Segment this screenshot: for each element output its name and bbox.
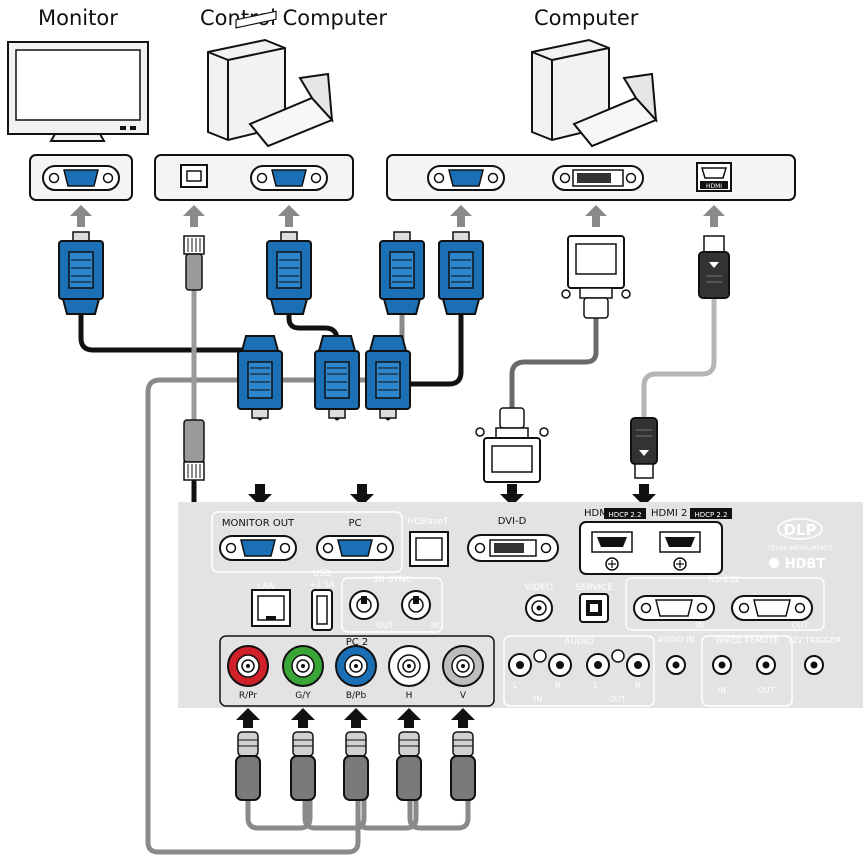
label-hdbaset: HDBaseT xyxy=(407,517,449,527)
dvi-plug-bottom xyxy=(475,407,549,483)
label-3d-sync-out: OUT xyxy=(376,621,393,630)
label-audio-r-out: R xyxy=(635,681,641,690)
hdmi2-port xyxy=(659,531,701,571)
usb-port xyxy=(311,589,333,631)
label-service: SERVICE xyxy=(575,583,613,593)
bnc-port-gy: G/Y xyxy=(282,645,324,701)
label-3d-sync: 3D SYNC xyxy=(372,575,412,585)
bnc-port-v: V xyxy=(442,645,484,701)
label-hdmi2: HDMI 2 xyxy=(651,508,687,519)
3d-sync-out-port xyxy=(349,590,379,620)
bnc-label: V xyxy=(460,691,467,701)
label-rs232: RS-232 xyxy=(708,575,740,585)
audio-out-ports xyxy=(586,649,650,677)
bnc-port-bpb: B/Pb xyxy=(335,645,377,701)
bnc-plugs xyxy=(235,708,476,801)
hdmi-plug-bottom xyxy=(630,417,658,479)
label-usb-rating: +1.5A xyxy=(310,580,335,589)
bnc-plug xyxy=(290,708,316,801)
pc-port xyxy=(316,535,394,561)
vga-plug-monitor-out xyxy=(237,335,283,419)
dlp-logo: DLP TEXAS INSTRUMENTS xyxy=(767,518,833,552)
label-video: VIDEO xyxy=(525,583,554,593)
vga-plug-pc2-loop xyxy=(365,335,411,419)
bnc-label: G/Y xyxy=(295,691,311,701)
vga-plug-loop xyxy=(379,231,425,315)
label-trigger: 12V TRIGGER xyxy=(787,636,841,645)
hdmi-badge: HDMI xyxy=(706,183,722,190)
hdmi-plug-top xyxy=(698,235,730,299)
service-port xyxy=(579,593,609,623)
bnc-label: R/Pr xyxy=(239,691,258,701)
dvi-plug-top xyxy=(561,235,631,319)
projector-panel: MONITOR OUT PC HDBaseT DVI-D HDMI 1 HDCP… xyxy=(178,502,863,708)
rj45-plug-top xyxy=(183,235,205,291)
bnc-label: B/Pb xyxy=(346,691,367,701)
label-wired-in: IN xyxy=(718,686,726,695)
monitor-title: Monitor xyxy=(38,6,118,30)
label-usb: USB xyxy=(313,569,331,579)
monitor-icon xyxy=(7,41,149,142)
video-port xyxy=(525,594,553,622)
label-audio-l-in: L xyxy=(513,681,518,690)
label-rs232-out: OUT xyxy=(791,621,808,630)
hdmi1-port xyxy=(591,531,633,571)
bnc-port-rpr: R/Pr xyxy=(227,645,269,701)
label-lan: LAN xyxy=(257,582,275,592)
computer-port-box: HDMI xyxy=(386,154,796,201)
control-computer-title: Control Computer xyxy=(200,6,387,30)
vga-plug-pc xyxy=(314,335,360,419)
audio-in-ports xyxy=(508,649,572,677)
vga-plug-control xyxy=(266,231,312,315)
vga-plug-monitor xyxy=(58,231,104,315)
label-hdmi1: HDMI 1 xyxy=(584,508,620,519)
label-rs232-in: IN xyxy=(696,621,704,630)
label-dvi-d: DVI-D xyxy=(498,516,527,527)
hdbt-logo: HDBT xyxy=(769,557,825,572)
bnc-label: H xyxy=(406,691,413,701)
3d-sync-in-port xyxy=(401,590,431,620)
bnc-plug xyxy=(450,708,476,801)
label-audio-out: OUT xyxy=(608,695,625,704)
bnc-plug xyxy=(396,708,422,801)
label-audio-l-out: L xyxy=(594,681,599,690)
label-pc: PC xyxy=(348,518,361,529)
rj45-plug-bottom xyxy=(183,419,205,481)
pc2-bnc-ports: R/Pr G/Y B/Pb H V xyxy=(227,645,484,701)
rs232-out-port xyxy=(731,595,813,621)
dvi-d-port xyxy=(467,534,559,562)
label-monitor-out: MONITOR OUT xyxy=(222,518,295,529)
monitor-out-port xyxy=(219,535,297,561)
label-3d-sync-in: IN xyxy=(431,621,439,630)
svg-text:HDBT: HDBT xyxy=(785,557,826,572)
label-pc2: PC 2 xyxy=(346,637,369,648)
control-computer-port-box xyxy=(154,154,354,201)
hdcp-badge-1: HDCP 2.2 xyxy=(608,511,641,519)
vga-plug-computer xyxy=(438,231,484,315)
label-audio: AUDIO xyxy=(564,637,593,647)
computer-title: Computer xyxy=(534,6,639,30)
label-audio-r-in: R xyxy=(555,681,561,690)
lan-port xyxy=(251,589,291,627)
control-computer-icon xyxy=(207,10,334,148)
bnc-plug xyxy=(343,708,369,801)
rs232-in-port xyxy=(633,595,715,621)
ti-logo: TEXAS INSTRUMENTS xyxy=(767,545,833,552)
label-wired-remote: WIRED REMOTE xyxy=(715,636,778,645)
svg-text:DLP: DLP xyxy=(783,521,816,539)
label-audio-in: IN xyxy=(534,695,542,704)
bnc-plug xyxy=(235,708,261,801)
computer-icon xyxy=(531,38,658,148)
label-wired-out: OUT xyxy=(757,686,774,695)
monitor-port-box xyxy=(29,154,133,201)
label-audio-in-single: AUDIO IN xyxy=(657,635,694,644)
hdcp-badge-2: HDCP 2.2 xyxy=(694,511,727,519)
bnc-port-h: H xyxy=(388,645,430,701)
